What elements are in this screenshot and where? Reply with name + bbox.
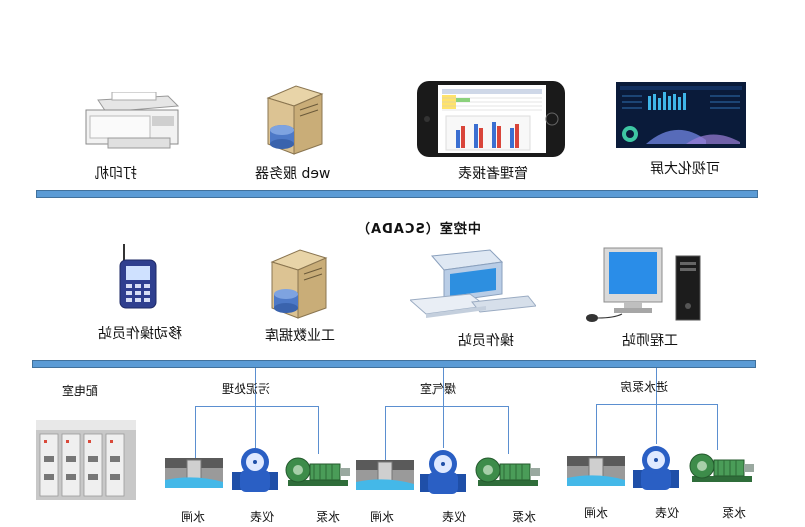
aeration-gate-label: 水闸 (370, 510, 395, 524)
server-icon (266, 85, 324, 155)
aeration-station-label: 爆气室 (420, 382, 457, 396)
inlet-branch-pump (717, 404, 718, 450)
aeration-branch-pump (508, 406, 509, 454)
inlet-drop-line (656, 368, 657, 404)
water-pump-icon (689, 453, 754, 482)
field-network-bus (32, 360, 756, 368)
control-room-title: 中控室（SCADA） (356, 222, 481, 237)
dashboard-label: 可视化大屏 (650, 161, 720, 177)
web-server-label: web 服务器 (255, 166, 331, 182)
sludge-pump-label: 水泵 (316, 510, 341, 524)
printer-label: 打印机 (95, 166, 137, 182)
sludge-branch-meter (255, 406, 256, 448)
sludge-meter-label: 仪表 (250, 510, 275, 524)
operator-station-label: 操作员站 (458, 333, 514, 349)
aeration-pump-label: 水泵 (512, 510, 537, 524)
aeration-branch-meter (443, 406, 444, 448)
inlet-meter-label: 仪表 (655, 506, 680, 520)
inlet-branch-line (596, 404, 718, 405)
mobile-terminal-icon (119, 244, 157, 309)
flow-meter-icon (232, 448, 278, 492)
operator-workstation-icon (410, 249, 536, 318)
inlet-branch-meter (656, 404, 657, 444)
power-room-label: 配电室 (62, 384, 99, 398)
sludge-gate-label: 水闸 (181, 510, 206, 524)
inlet-pump-label: 水泵 (722, 506, 747, 520)
inlet-gate-label: 水闸 (584, 506, 609, 520)
water-pump-icon (285, 457, 350, 486)
flow-meter-icon (633, 446, 679, 490)
sluice-gate-icon (165, 458, 223, 488)
aeration-meter-label: 仪表 (442, 510, 467, 524)
sludge-station-label: 污泥处理 (222, 382, 271, 396)
sludge-branch-line (195, 406, 319, 407)
dashboard-screen-icon (616, 82, 746, 148)
printer-icon (85, 92, 180, 149)
sludge-branch-pump (318, 406, 319, 454)
report-label: 管理者报表 (458, 166, 528, 182)
aeration-branch-gate (385, 406, 386, 460)
aeration-drop-line (443, 368, 444, 406)
engineer-station-label: 工程师站 (622, 333, 678, 349)
database-server-icon (270, 249, 328, 319)
phone-report-icon (417, 81, 565, 157)
engineer-workstation-icon (586, 247, 701, 322)
mobile-operator-label: 移动操作员站 (98, 326, 182, 342)
aeration-branch-line (385, 406, 509, 407)
water-pump-icon (475, 457, 540, 486)
sludge-branch-gate (195, 406, 196, 458)
sludge-drop-line (255, 368, 256, 406)
sluice-gate-icon (356, 460, 414, 490)
inlet-station-label: 进水泵房 (620, 380, 669, 394)
inlet-branch-gate (596, 404, 597, 456)
sluice-gate-icon (567, 456, 625, 486)
top-network-bus (36, 190, 758, 198)
switchgear-cabinet-icon (36, 420, 136, 500)
flow-meter-icon (420, 450, 466, 494)
database-label: 工业数据库 (265, 328, 335, 344)
